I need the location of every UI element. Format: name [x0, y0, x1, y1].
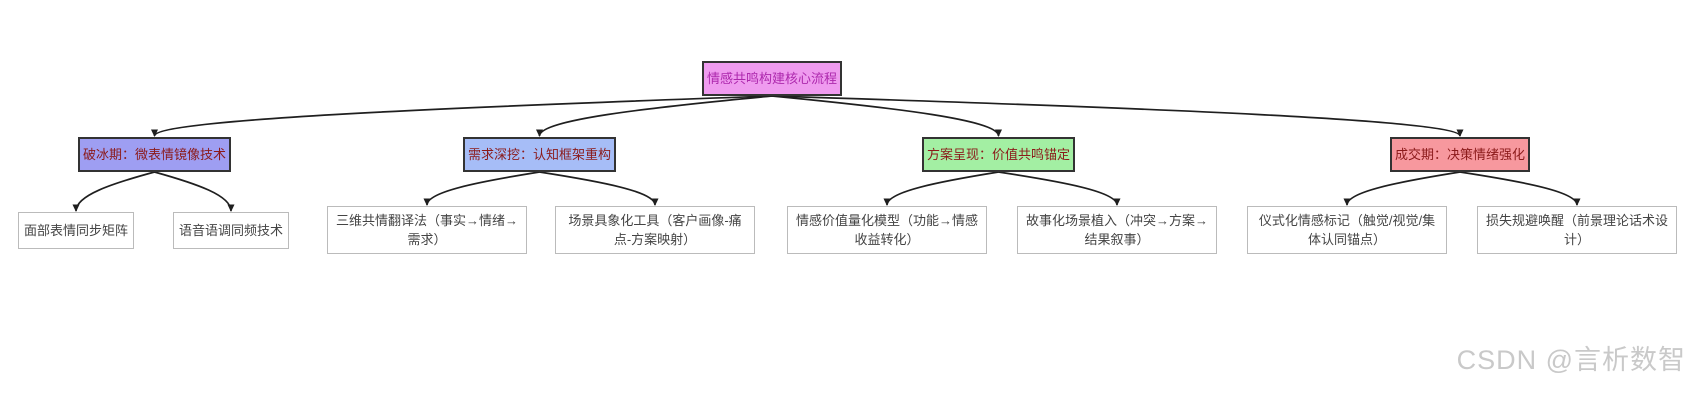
node-phase-solution-presentation: 方案呈现：价值共鸣锚定 — [922, 137, 1076, 172]
watermark: CSDN @言析数智 — [1456, 345, 1686, 375]
node-root: 情感共鸣构建核心流程 — [702, 61, 843, 96]
node-leaf-empathy-translation: 三维共情翻译法（事实→情绪→需求） — [327, 206, 527, 254]
node-leaf-ritual-emotion-marker: 仪式化情感标记（触觉/视觉/集体认同锚点） — [1247, 206, 1447, 254]
node-phase-icebreaker: 破冰期：微表情镜像技术 — [78, 137, 232, 172]
node-leaf-scene-visualization: 场景具象化工具（客户画像-痛点-方案映射） — [555, 206, 755, 254]
node-leaf-story-embedding: 故事化场景植入（冲突→方案→结果叙事） — [1017, 206, 1217, 254]
node-phase-needs-mining: 需求深挖：认知框架重构 — [463, 137, 617, 172]
node-leaf-voice-tone: 语音语调同频技术 — [173, 212, 290, 249]
node-leaf-value-quantification: 情感价值量化模型（功能→情感收益转化） — [787, 206, 987, 254]
node-leaf-facial-sync: 面部表情同步矩阵 — [18, 212, 135, 249]
node-leaf-loss-aversion: 损失规避唤醒（前景理论话术设计） — [1477, 206, 1677, 254]
node-phase-closing: 成交期：决策情绪强化 — [1390, 137, 1531, 172]
